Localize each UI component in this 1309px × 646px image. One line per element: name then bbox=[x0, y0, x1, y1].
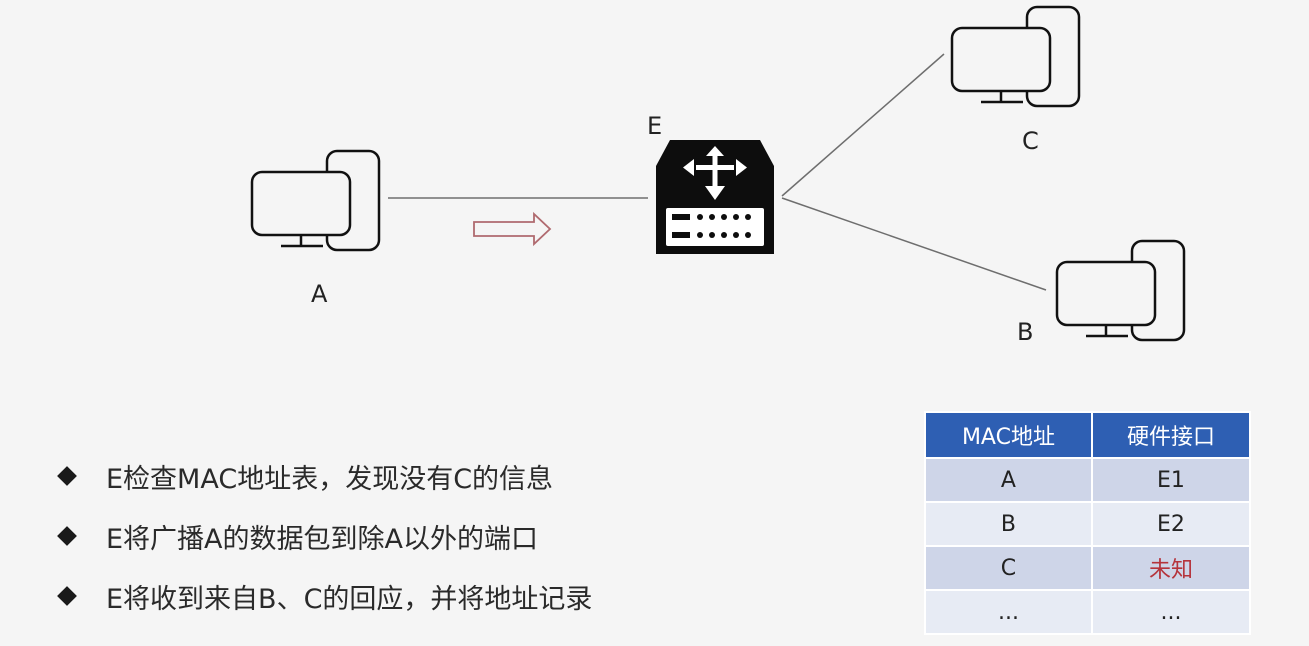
diamond-bullet-icon bbox=[57, 586, 77, 606]
bullet-item: E检查MAC地址表，发现没有C的信息 bbox=[54, 446, 592, 506]
cell-mac: ... bbox=[924, 589, 1093, 635]
mac-address-table: MAC地址 硬件接口 A E1 B E2 C 未知 ... ... bbox=[924, 411, 1252, 635]
diamond-bullet-icon bbox=[57, 466, 77, 486]
link-e-c bbox=[781, 53, 945, 197]
cell-port: E2 bbox=[1090, 501, 1252, 547]
cell-port-unknown: 未知 bbox=[1090, 545, 1252, 591]
table-header-row: MAC地址 硬件接口 bbox=[924, 411, 1252, 459]
desktop-computer-icon bbox=[950, 5, 1081, 108]
node-label-c: C bbox=[1022, 127, 1039, 155]
table-row: C 未知 bbox=[924, 545, 1252, 591]
table-row: B E2 bbox=[924, 501, 1252, 547]
cell-mac: C bbox=[924, 545, 1093, 591]
right-arrow-icon bbox=[473, 211, 552, 247]
cell-port: ... bbox=[1090, 589, 1252, 635]
diamond-bullet-icon bbox=[57, 526, 77, 546]
link-e-b bbox=[781, 197, 1047, 291]
desktop-computer-icon bbox=[250, 149, 381, 252]
bullet-text: E将广播A的数据包到除A以外的端口 bbox=[106, 523, 538, 555]
cell-mac: A bbox=[924, 457, 1093, 503]
network-diagram bbox=[250, 5, 1186, 342]
cell-port: E1 bbox=[1090, 457, 1252, 503]
bullet-text: E检查MAC地址表，发现没有C的信息 bbox=[106, 463, 554, 495]
bullet-text: E将收到来自B、C的回应，并将地址记录 bbox=[106, 583, 593, 615]
table-row: A E1 bbox=[924, 457, 1252, 503]
network-switch-icon bbox=[656, 140, 774, 254]
table-row: ... ... bbox=[924, 589, 1252, 635]
node-label-e: E bbox=[647, 112, 663, 140]
header-mac: MAC地址 bbox=[924, 411, 1093, 459]
bullet-item: E将收到来自B、C的回应，并将地址记录 bbox=[54, 566, 592, 626]
bullet-item: E将广播A的数据包到除A以外的端口 bbox=[54, 506, 592, 566]
cell-mac: B bbox=[924, 501, 1093, 547]
header-port: 硬件接口 bbox=[1090, 411, 1252, 459]
node-label-a: A bbox=[311, 280, 328, 308]
node-label-b: B bbox=[1017, 318, 1034, 346]
desktop-computer-icon bbox=[1055, 239, 1186, 342]
bullet-list: E检查MAC地址表，发现没有C的信息 E将广播A的数据包到除A以外的端口 E将收… bbox=[54, 446, 592, 626]
